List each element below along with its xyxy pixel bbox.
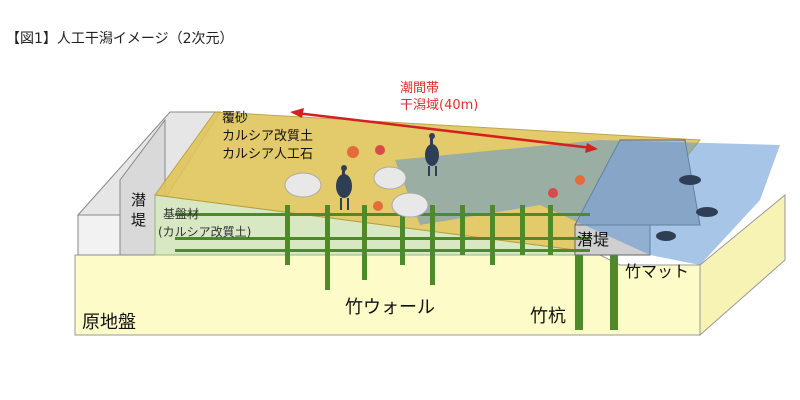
bamboo-mat-label: 竹マット xyxy=(625,262,689,281)
bamboo-rail xyxy=(175,249,590,252)
tidal-zone-label: 潮間帯 xyxy=(400,81,439,96)
fish-icon xyxy=(656,231,676,241)
original-ground-label: 原地盤 xyxy=(82,312,136,333)
calcia-stone xyxy=(284,172,322,198)
shrimp-icon xyxy=(548,188,558,198)
bamboo-pile xyxy=(575,255,583,330)
fish-icon xyxy=(679,175,701,185)
calcia-stone xyxy=(373,166,407,190)
bamboo-pole xyxy=(548,205,553,255)
cover-sand-label: 覆砂 xyxy=(222,111,248,126)
base-material-sub-label: (カルシア改質土) xyxy=(158,224,251,239)
bamboo-pole xyxy=(285,205,290,265)
crab-icon xyxy=(347,146,359,158)
bamboo-pole xyxy=(400,205,405,265)
heron-icon xyxy=(336,165,352,210)
tidal-zone-length-label: 干潟域(40m) xyxy=(400,98,478,113)
bamboo-pole xyxy=(362,205,367,280)
crab-icon xyxy=(373,201,383,211)
shrimp-icon xyxy=(375,145,385,155)
arrow-head-left xyxy=(290,108,304,118)
original-ground-side xyxy=(699,193,786,337)
bamboo-rail xyxy=(175,213,590,216)
seawater xyxy=(395,140,780,265)
calcia-stone xyxy=(391,192,429,218)
bamboo-pile xyxy=(610,255,618,330)
bamboo-pole xyxy=(325,205,330,290)
calcia-soil-label: カルシア改質土 xyxy=(222,129,313,144)
bamboo-pole xyxy=(460,205,465,255)
base-material-label: 基盤材 xyxy=(163,207,199,221)
bamboo-wall-label: 竹ウォール xyxy=(345,297,435,318)
bamboo-wall xyxy=(175,205,590,290)
left-levee-label: 潜 xyxy=(131,191,146,209)
left-levee-label: 堤 xyxy=(131,211,146,229)
right-levee-label: 潜堤 xyxy=(577,230,609,249)
heron-icon xyxy=(425,133,439,176)
bamboo-pole xyxy=(430,205,435,285)
crab-icon xyxy=(575,175,585,185)
bamboo-pile-label: 竹杭 xyxy=(530,306,566,327)
original-ground-front xyxy=(74,254,701,336)
figure-title: 【図1】人工干潟イメージ（2次元） xyxy=(6,31,234,47)
calcia-stone-label: カルシア人工石 xyxy=(222,147,313,162)
arrow-head-right xyxy=(585,143,598,153)
bamboo-pole xyxy=(520,205,525,255)
tidal-zone-arrow xyxy=(295,111,593,150)
fish-icon xyxy=(696,207,718,217)
bamboo-rail xyxy=(175,237,590,240)
bamboo-pole xyxy=(490,205,495,265)
